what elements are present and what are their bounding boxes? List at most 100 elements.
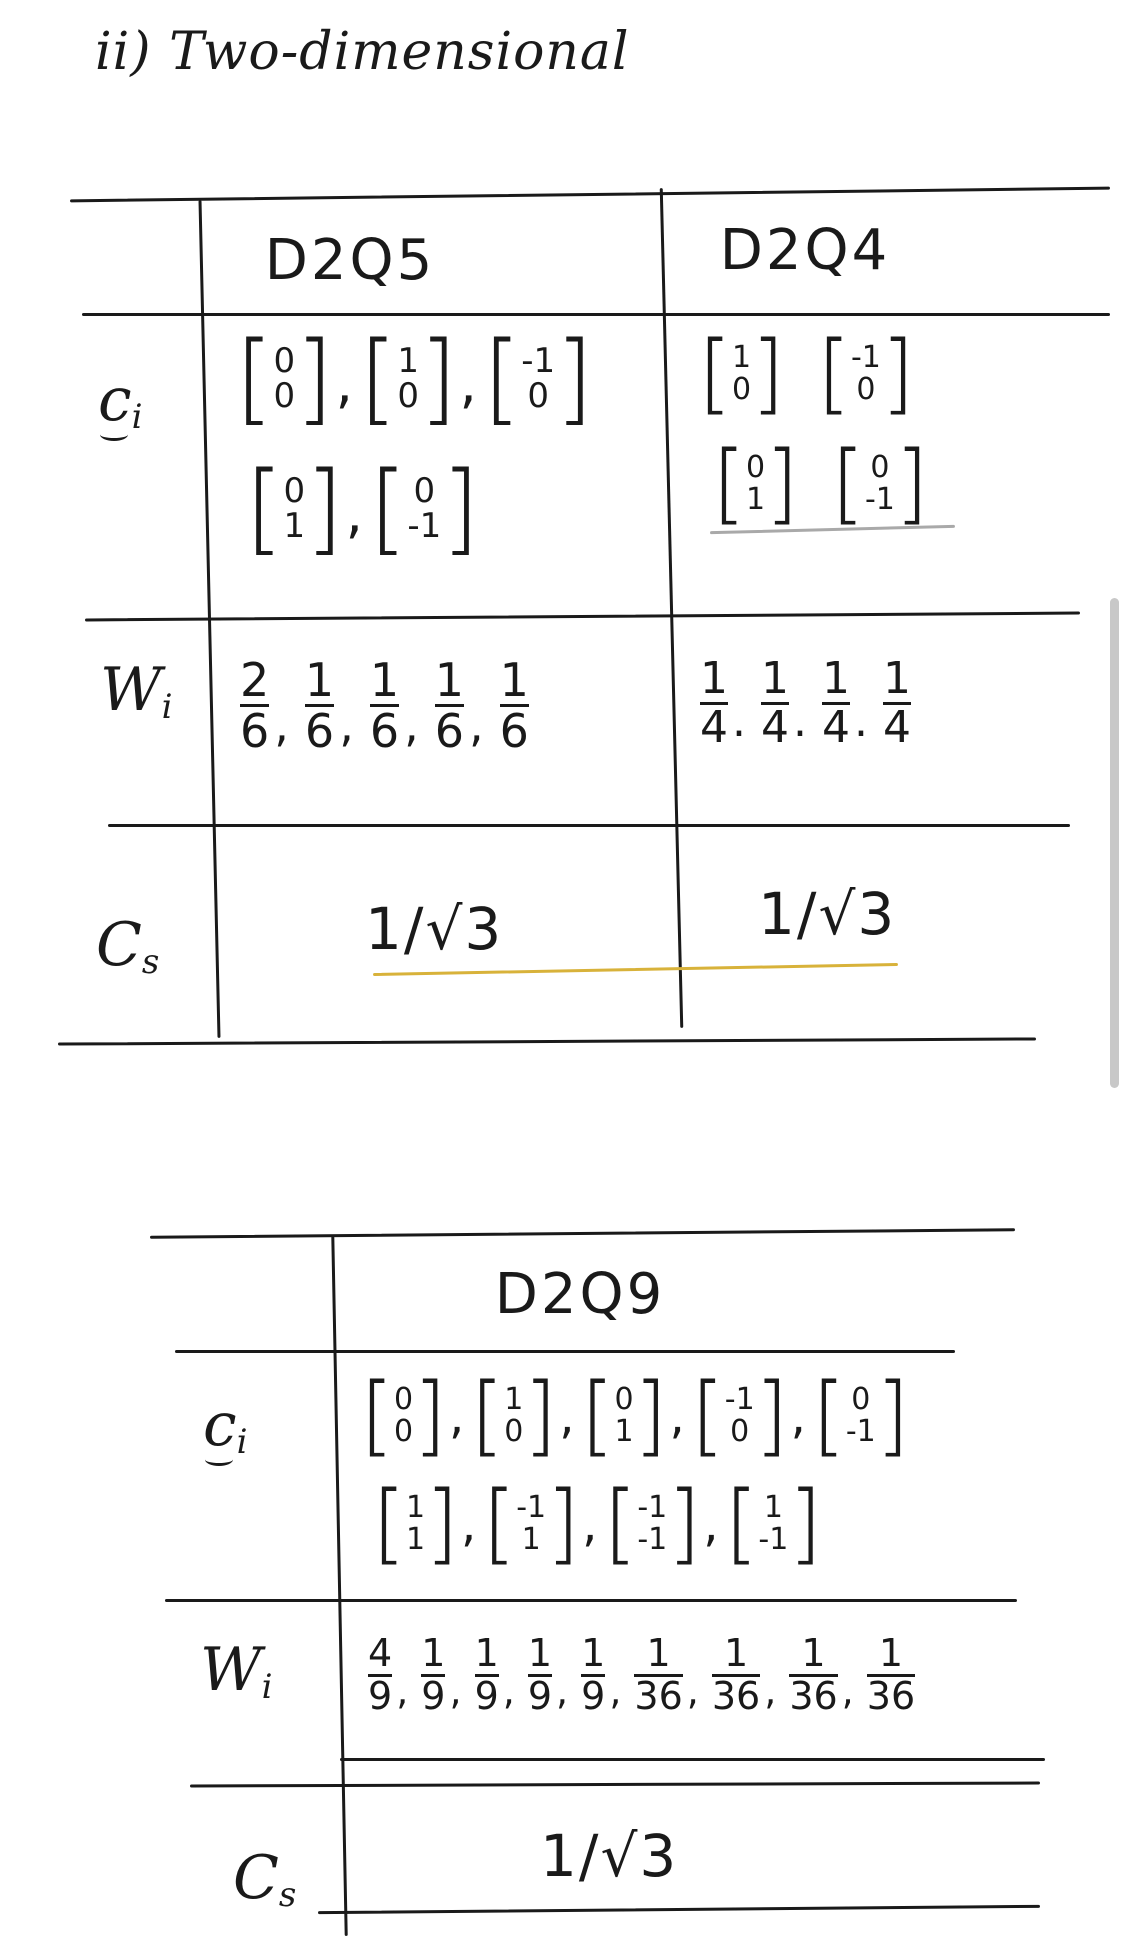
fraction-numerator: 1 bbox=[581, 1631, 606, 1675]
weight-separator: , bbox=[396, 1668, 409, 1713]
label-cs-d2q9: Cs bbox=[233, 1843, 297, 1915]
weight-separator: , bbox=[556, 1668, 569, 1713]
fraction-denominator: 36 bbox=[711, 1673, 761, 1718]
right-bracket: ] bbox=[633, 1364, 668, 1466]
vector-components: 0-1 bbox=[865, 452, 895, 515]
fraction-bar bbox=[434, 704, 464, 708]
vector-components: 0-1 bbox=[407, 473, 442, 547]
fraction-bar bbox=[527, 1673, 553, 1677]
fraction-denominator: 36 bbox=[866, 1673, 916, 1718]
fraction-denominator: 6 bbox=[240, 704, 270, 759]
vertical-scrollbar[interactable] bbox=[1110, 598, 1119, 1088]
vector-component: 1 bbox=[405, 1521, 426, 1557]
left-bracket: [ bbox=[580, 1364, 615, 1466]
right-bracket: ] bbox=[546, 1472, 581, 1574]
fraction-numerator: 1 bbox=[883, 653, 911, 704]
left-bracket: [ bbox=[482, 1472, 517, 1574]
fraction-numerator: 1 bbox=[499, 653, 529, 707]
right-bracket: ] bbox=[295, 321, 334, 436]
fraction-denominator: 36 bbox=[789, 1673, 838, 1718]
fraction-numerator: 4 bbox=[368, 1631, 393, 1675]
weight-separator: . bbox=[732, 696, 746, 748]
vector-separator: , bbox=[669, 1389, 685, 1445]
weight-separator: , bbox=[469, 697, 484, 752]
fraction-denominator: 4 bbox=[761, 702, 789, 754]
label-wi-d2q9: Wi bbox=[200, 1635, 273, 1707]
table1-header-line bbox=[82, 313, 1110, 316]
fraction-denominator: 4 bbox=[700, 702, 728, 754]
fraction-numerator: 1 bbox=[700, 653, 728, 704]
vector-separator bbox=[787, 347, 811, 403]
vector-component: -1 bbox=[758, 1521, 789, 1557]
left-bracket: [ bbox=[470, 1364, 505, 1466]
header-d2q4: D2Q4 bbox=[719, 218, 891, 283]
vector-component: -1 bbox=[637, 1490, 668, 1525]
vector-component: 0 bbox=[504, 1413, 524, 1449]
fraction-bar bbox=[304, 704, 335, 708]
vector-component: -1 bbox=[850, 340, 881, 375]
left-bracket: [ bbox=[724, 1472, 759, 1574]
weight-separator: , bbox=[686, 1668, 699, 1713]
vector-components: 0-1 bbox=[846, 1384, 876, 1447]
vector-component: 0 bbox=[851, 1382, 871, 1417]
fraction-numerator: 1 bbox=[369, 653, 400, 707]
right-bracket: ] bbox=[425, 1472, 459, 1574]
d2q9-sound-speed: 1/√3 bbox=[540, 1822, 679, 1890]
vector-component: 0 bbox=[731, 371, 752, 407]
vector-component: -1 bbox=[407, 506, 442, 547]
right-bracket: ] bbox=[875, 1364, 910, 1466]
fraction-numerator: 1 bbox=[527, 1631, 553, 1675]
label-cs: Cs bbox=[96, 910, 160, 982]
fraction-denominator: 9 bbox=[368, 1673, 393, 1718]
fraction-numerator: 1 bbox=[474, 1631, 499, 1675]
left-bracket: [ bbox=[831, 432, 865, 534]
fraction-numerator: 1 bbox=[304, 653, 335, 707]
fraction-denominator: 6 bbox=[369, 704, 400, 759]
fraction-numerator: 1 bbox=[421, 1631, 446, 1675]
right-bracket: ] bbox=[418, 321, 458, 436]
fraction-numerator: 1 bbox=[761, 653, 789, 704]
right-bracket: ] bbox=[413, 1364, 447, 1466]
right-bracket: ] bbox=[523, 1364, 558, 1466]
vector-separator: , bbox=[582, 1497, 598, 1553]
fraction-denominator: 6 bbox=[304, 704, 335, 759]
vector-separator: , bbox=[345, 481, 363, 545]
right-bracket: ] bbox=[667, 1472, 702, 1574]
vector-component: 0 bbox=[393, 1413, 414, 1449]
vector-component: 0 bbox=[614, 1382, 634, 1417]
fraction-bar bbox=[700, 702, 728, 706]
weight-separator: , bbox=[339, 697, 354, 752]
right-bracket: ] bbox=[754, 1364, 789, 1466]
right-bracket: ] bbox=[751, 322, 785, 424]
vector-component: 1 bbox=[731, 340, 752, 375]
table1-bottom-line bbox=[57, 1037, 1037, 1046]
vector-component: 0 bbox=[273, 376, 296, 417]
left-bracket: [ bbox=[245, 451, 284, 566]
vector-component: 0 bbox=[527, 376, 549, 417]
vector-component: -1 bbox=[521, 340, 556, 381]
vector-component: 1 bbox=[745, 481, 766, 517]
